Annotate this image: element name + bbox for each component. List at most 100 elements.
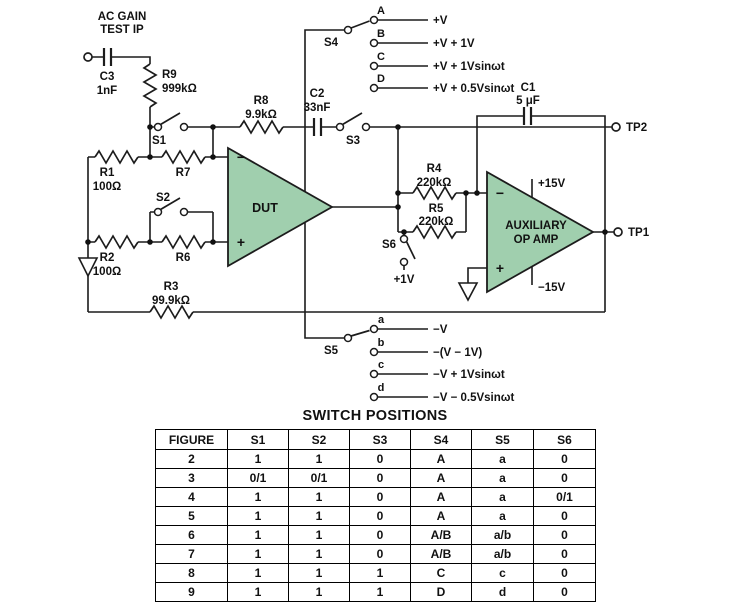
aux-positive-supply-label: +15V [538,178,566,190]
cell: 1 [227,544,289,564]
tp1-label: TP1 [628,227,650,239]
cell: 0/1 [288,468,350,488]
cell: A/B [410,544,472,564]
aux-label-line2: OP AMP [514,234,559,246]
r2-ref-label: R2 [100,252,115,264]
s4-position-c-key: C [377,51,385,63]
capacitor-c1: C1 5 μF [516,82,540,125]
aux-label-line1: AUXILIARY [505,220,567,232]
switch-s6: S6 +1V [382,234,416,286]
dut-inverting-input-marker: − [237,149,245,165]
cell: 0 [349,525,411,545]
s4-position-b-key: B [377,28,385,40]
cell: 0 [349,468,411,488]
cell: a [471,487,534,507]
aux-noninverting-input-marker: + [496,260,504,276]
cell: 0 [349,506,411,526]
input-terminal: AC GAIN TEST IP [83,11,147,62]
table-row: 2 1 1 0 A a 0 [155,449,596,469]
cell: a [471,506,534,526]
cell: 1 [227,582,289,602]
resistor-r9: R9 999kΩ [142,63,197,108]
cell: 0 [533,506,596,526]
cell-figure: 6 [155,525,228,545]
r7-ref-label: R7 [176,167,191,179]
r2-value-label: 100Ω [93,266,121,278]
cell: C [410,563,472,583]
cell-figure: 7 [155,544,228,564]
switch-s1: S1 [152,112,189,147]
resistor-r7: R7 [161,149,206,179]
s4-position-a-key: A [377,5,385,17]
cell: D [410,582,472,602]
cell: 1 [288,506,350,526]
s4-position-d-key: D [377,73,385,85]
cell: A/B [410,525,472,545]
header-s1: S1 [227,429,289,450]
aux-negative-supply-label: −15V [538,282,566,294]
s5-position-b-key: b [378,337,385,349]
junction-dots [85,124,608,245]
cell-figure: 3 [155,468,228,488]
switch-s4: S4 A B C D +V +V + 1V +V + 1Vsinωt +V + … [324,5,515,95]
s5-position-c-key: c [378,359,384,371]
cell: 1 [349,563,411,583]
s5-position-c-voltage: −V + 1Vsinωt [433,369,505,381]
aux-inverting-input-marker: − [496,185,504,201]
cell: 1 [227,449,289,469]
header-s5: S5 [471,429,534,450]
schematic-svg: − + DUT − + AUXILIARY OP AMP +15V −15V R… [77,5,650,404]
cell: 1 [227,525,289,545]
table-title: SWITCH POSITIONS [302,408,448,424]
cell: 1 [227,487,289,507]
switch-s2: S2 [153,192,189,217]
table-row: 3 0/1 0/1 0 A a 0 [155,468,596,488]
input-label-line2: TEST IP [100,24,144,36]
r9-value-label: 999kΩ [162,83,197,95]
s5-position-d-key: d [378,382,385,394]
cell: A [410,468,472,488]
cell: 0 [533,468,596,488]
r1-value-label: 100Ω [93,181,121,193]
s5-position-a-voltage: −V [433,324,448,336]
s3-label: S3 [346,135,360,147]
table-row: 6 1 1 0 A/B a/b 0 [155,525,596,545]
cell: a/b [471,544,534,564]
r1-ref-label: R1 [100,167,115,179]
table-header-row: FIGURE S1 S2 S3 S4 S5 S6 [155,429,596,450]
switch-positions-table: FIGURE S1 S2 S3 S4 S5 S6 2 1 1 0 A a 0 3… [155,429,596,602]
cell-figure: 2 [155,449,228,469]
cell: 1 [227,506,289,526]
input-label-line1: AC GAIN [98,11,147,23]
s5-position-d-voltage: −V − 0.5Vsinωt [433,392,514,404]
dut-opamp: − + DUT [227,146,334,268]
s6-source-label: +1V [394,274,415,286]
c1-value-label: 5 μF [516,95,540,107]
cell: 1 [288,525,350,545]
dut-noninverting-input-marker: + [237,234,245,250]
cell-figure: 5 [155,506,228,526]
cell: 0 [533,525,596,545]
switch-s3: S3 [335,112,371,147]
table-row: 8 1 1 1 C c 0 [155,563,596,583]
table-row: 5 1 1 0 A a 0 [155,506,596,526]
r5-value-label: 220kΩ [419,216,454,228]
s6-label: S6 [382,239,396,251]
tp2-terminal: TP2 [611,122,647,134]
c3-ref-label: C3 [100,71,115,83]
header-s6: S6 [533,429,596,450]
r8-ref-label: R8 [254,95,269,107]
cell: 0 [349,449,411,469]
cell: a [471,468,534,488]
header-s4: S4 [410,429,472,450]
capacitor-c3: C3 1nF [97,48,117,97]
c3-value-label: 1nF [97,85,117,97]
cell: c [471,563,534,583]
resistor-r4: R4 220kΩ [412,163,457,201]
resistor-r5: R5 220kΩ [412,203,457,240]
auxiliary-opamp: − + AUXILIARY OP AMP +15V −15V [486,170,595,294]
s2-label: S2 [156,192,170,204]
s5-label: S5 [324,345,339,357]
table-row: 9 1 1 1 D d 0 [155,582,596,602]
